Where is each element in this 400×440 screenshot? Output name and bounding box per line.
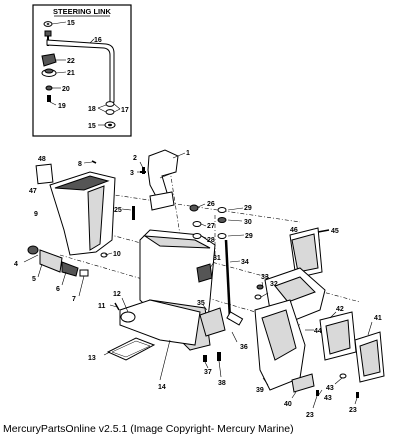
part-38-screw <box>217 352 221 361</box>
part-12-grommet <box>120 311 136 323</box>
part-34-shift-rod <box>224 239 232 321</box>
callout-label: 22 <box>67 58 75 65</box>
callout-label: 21 <box>67 70 75 77</box>
callout-label: 8 <box>78 161 82 168</box>
callout-label: 34 <box>241 259 249 266</box>
callout-label: 13 <box>88 355 96 362</box>
callout-label: 16 <box>94 37 102 44</box>
callout-label: 40 <box>284 401 292 408</box>
callout-label: 12 <box>113 291 121 298</box>
callout-label: 14 <box>158 384 166 391</box>
part-26-bolt <box>189 204 199 212</box>
callout-label: 30 <box>244 219 252 226</box>
callout-label: 43 <box>324 395 332 402</box>
callout-label: 6 <box>56 286 60 293</box>
callout-label: 28 <box>207 237 215 244</box>
callout-label: 42 <box>336 306 344 313</box>
callout-label: 5 <box>32 276 36 283</box>
callout-label: 15 <box>88 123 96 130</box>
callout-label: 39 <box>256 387 264 394</box>
part-31-bushing <box>196 263 213 283</box>
callout-label: 11 <box>98 303 106 310</box>
callout-label: 29 <box>245 233 253 240</box>
callout-label: 19 <box>58 103 66 110</box>
part-47-cowl-inner <box>54 175 110 191</box>
bracket-part <box>41 53 57 67</box>
callout-label: 1 <box>186 150 190 157</box>
callout-label: 7 <box>72 296 76 303</box>
nut-part <box>45 85 53 91</box>
part-6-spring <box>61 261 79 277</box>
callout-labels: 15 16 22 21 20 19 18 17 15 1 2 3 48 8 47… <box>14 20 382 419</box>
main-exploded-view <box>23 149 385 409</box>
callout-label: 46 <box>290 227 298 234</box>
bolt-part <box>44 30 52 37</box>
callout-label: 45 <box>331 228 339 235</box>
callout-label: 2 <box>133 155 137 162</box>
inset-title: STEERING LINK <box>53 7 112 16</box>
callout-label: 23 <box>349 407 357 414</box>
part-37-screw <box>203 355 207 362</box>
copyright-footer: MercuryPartsOnline v2.5.1 (Image Copyrig… <box>3 423 294 435</box>
part-4-nut <box>27 245 39 255</box>
callout-label: 18 <box>88 106 96 113</box>
part-5-gear <box>39 249 63 273</box>
callout-label: 4 <box>14 261 18 268</box>
callout-label: 37 <box>204 369 212 376</box>
callout-label: 31 <box>213 255 221 262</box>
part-40-clip <box>291 373 315 393</box>
callout-label: 29 <box>244 205 252 212</box>
callout-label: 17 <box>121 107 129 114</box>
callout-label: 41 <box>374 315 382 322</box>
callout-label: 9 <box>34 211 38 218</box>
callout-label: 20 <box>62 86 70 93</box>
callout-label: 43 <box>326 385 334 392</box>
steering-link-inset: STEERING LINK <box>32 4 132 137</box>
callout-label: 36 <box>240 344 248 351</box>
callout-label: 47 <box>29 188 37 195</box>
callout-label: 3 <box>130 170 134 177</box>
part-1-upper-housing <box>147 149 179 201</box>
callout-label: 32 <box>270 281 278 288</box>
screw-part <box>47 95 51 102</box>
callout-label: 15 <box>67 20 75 27</box>
part-35-cover <box>199 307 226 337</box>
callout-label: 10 <box>113 251 121 258</box>
callout-label: 33 <box>261 274 269 281</box>
callout-label: 23 <box>306 412 314 419</box>
callout-label: 35 <box>197 300 205 307</box>
part-25-pin <box>132 206 135 220</box>
callout-label: 48 <box>38 156 46 163</box>
callout-label: 26 <box>207 201 215 208</box>
callout-label: 25 <box>114 207 122 214</box>
part-48-plate <box>35 163 54 185</box>
callout-label: 44 <box>314 328 322 335</box>
part-13-seal <box>106 337 156 361</box>
part-7-clip <box>79 269 89 277</box>
callout-label: 27 <box>207 223 215 230</box>
callout-label: 38 <box>218 380 226 387</box>
